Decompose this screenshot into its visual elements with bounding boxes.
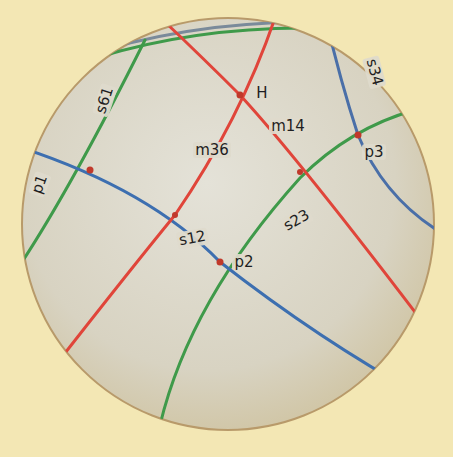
red-arc	[165, 22, 440, 345]
intersection-dot	[217, 259, 224, 266]
glass-dome	[22, 18, 434, 430]
point-label: p3	[362, 144, 385, 161]
blue-arc	[22, 148, 420, 395]
intersection-dot	[237, 92, 244, 99]
green-arc	[160, 110, 415, 425]
point-label: H	[254, 85, 269, 102]
intersection-dot	[87, 167, 94, 174]
red-arc	[58, 18, 275, 362]
point-label: m14	[269, 118, 307, 135]
intersection-dot	[355, 132, 362, 139]
intersection-dot	[172, 212, 178, 218]
intersection-dot	[297, 169, 303, 175]
point-label: m36	[193, 142, 231, 159]
green-arc	[95, 28, 360, 58]
point-label: p2	[232, 254, 255, 271]
blue-arc	[325, 15, 445, 235]
